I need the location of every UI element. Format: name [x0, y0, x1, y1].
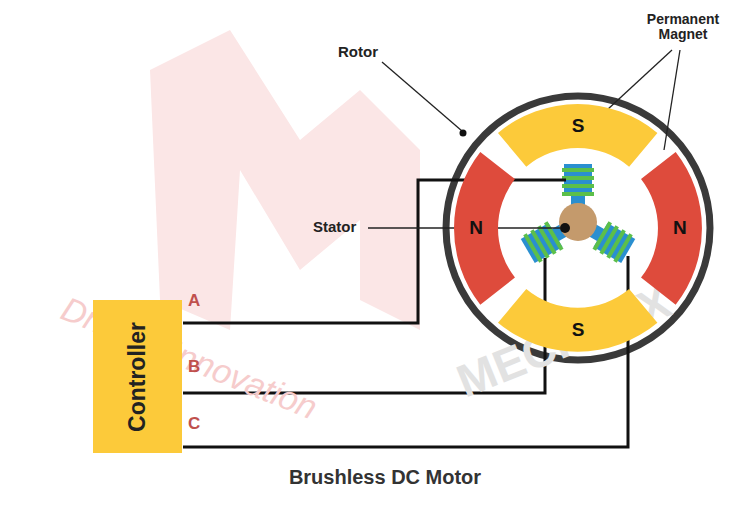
leader-dot: [460, 130, 467, 137]
wire: [183, 180, 566, 323]
pole-label: N: [469, 218, 483, 239]
terminal-label: A: [188, 292, 200, 311]
magnet-segment: N: [454, 152, 515, 305]
pole-label: S: [572, 116, 585, 137]
controller-label: Controller: [125, 322, 150, 432]
pole-label: S: [572, 320, 585, 341]
terminal-label: C: [188, 415, 200, 434]
magnet-shape: [454, 152, 515, 305]
magnet-shape: [641, 152, 702, 305]
terminal-label: B: [188, 358, 200, 377]
leader-dot: [560, 223, 570, 233]
part-label: Stator: [313, 219, 356, 236]
pole-label: N: [673, 218, 687, 239]
controller-box: Controller: [93, 300, 182, 453]
magnet-segment: N: [641, 152, 702, 305]
leader-lines: [368, 50, 680, 228]
magnet-segment: S: [498, 104, 657, 167]
magnet-segment: S: [498, 289, 657, 352]
watermark-logo: [150, 30, 420, 330]
caption: Brushless DC Motor: [289, 466, 481, 488]
part-label: Rotor: [338, 44, 378, 61]
part-label: Permanent Magnet: [638, 12, 728, 43]
